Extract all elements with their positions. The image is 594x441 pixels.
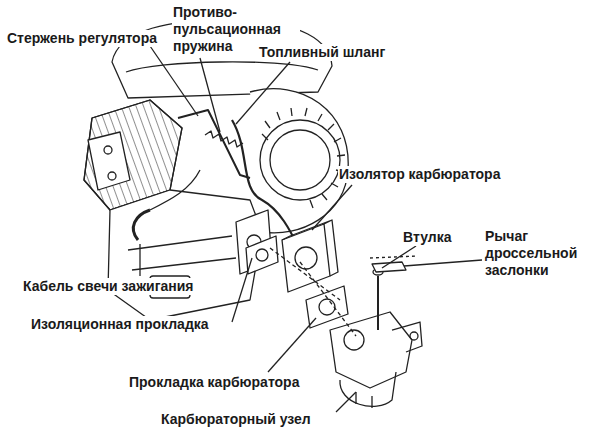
- part-label: Карбюраторный узел: [160, 411, 312, 428]
- part-label: Втулка: [402, 229, 452, 246]
- part-label: Прокладка карбюратора: [128, 374, 300, 391]
- part-label: Изолятор карбюратора: [338, 166, 501, 183]
- part-label: Изоляционная прокладка: [30, 316, 210, 333]
- part-label: Стержень регулятора: [6, 30, 158, 47]
- part-label: Рычаг дроссельной заслонки: [484, 228, 590, 279]
- part-label: Кабель свечи зажигания: [22, 278, 195, 295]
- part-label: Топливный шланг: [258, 44, 386, 61]
